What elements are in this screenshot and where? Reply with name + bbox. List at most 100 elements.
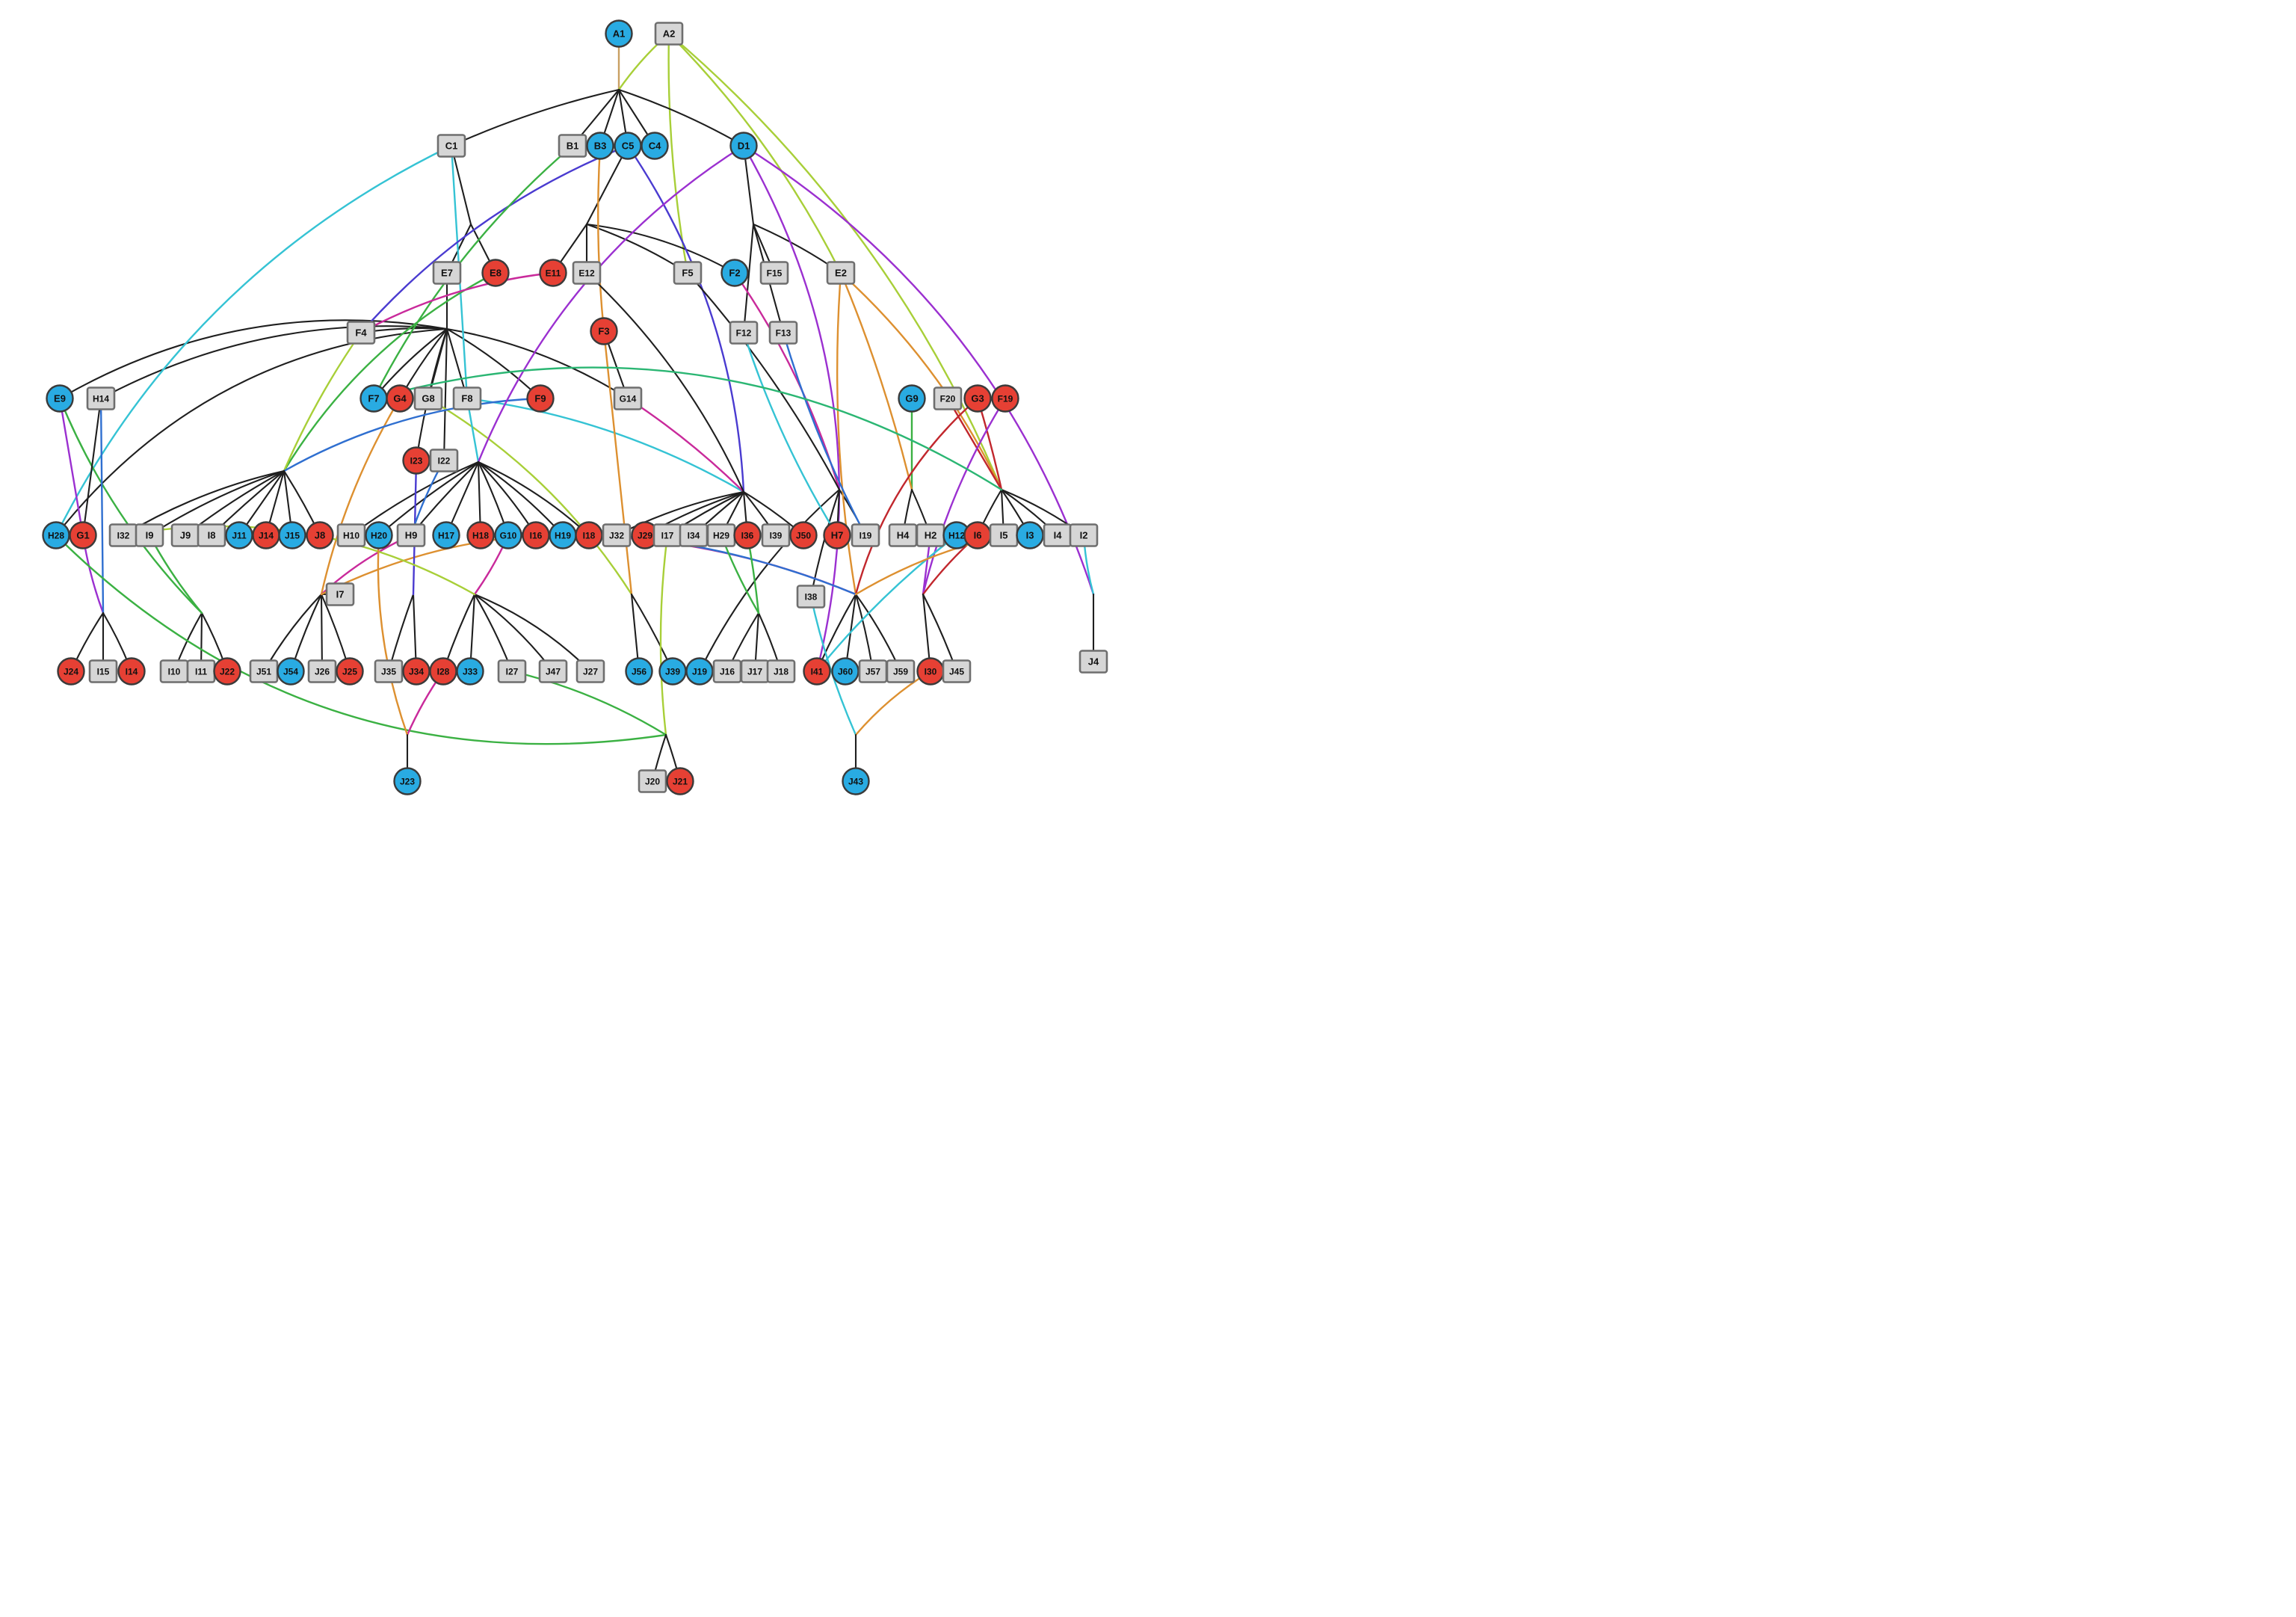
node-C5[interactable]: C5 (614, 132, 642, 160)
node-J50[interactable]: J50 (789, 521, 818, 549)
node-J54[interactable]: J54 (277, 657, 305, 686)
node-I38[interactable]: I38 (796, 585, 826, 609)
node-H28[interactable]: H28 (42, 521, 70, 549)
node-I36[interactable]: I36 (733, 521, 762, 549)
node-J60[interactable]: J60 (831, 657, 860, 686)
node-I7[interactable]: I7 (325, 582, 355, 606)
node-F8[interactable]: F8 (452, 386, 482, 410)
node-J51[interactable]: J51 (249, 659, 279, 683)
node-D1[interactable]: D1 (729, 132, 758, 160)
node-J57[interactable]: J57 (858, 659, 888, 683)
node-J4[interactable]: J4 (1078, 650, 1108, 674)
node-J23[interactable]: J23 (393, 767, 422, 795)
node-J33[interactable]: J33 (456, 657, 484, 686)
node-J14[interactable]: J14 (252, 521, 280, 549)
node-F13[interactable]: F13 (768, 321, 798, 345)
node-I14[interactable]: I14 (117, 657, 146, 686)
node-I15[interactable]: I15 (88, 659, 118, 683)
node-B3[interactable]: B3 (586, 132, 614, 160)
node-J8[interactable]: J8 (306, 521, 334, 549)
node-J24[interactable]: J24 (57, 657, 85, 686)
node-F12[interactable]: F12 (729, 321, 759, 345)
node-F2[interactable]: F2 (720, 259, 749, 287)
node-E7[interactable]: E7 (432, 261, 462, 285)
node-J15[interactable]: J15 (278, 521, 306, 549)
node-F19[interactable]: F19 (991, 384, 1019, 413)
node-I8[interactable]: I8 (197, 523, 226, 547)
node-J32[interactable]: J32 (602, 523, 632, 547)
node-I17[interactable]: I17 (652, 523, 682, 547)
node-J11[interactable]: J11 (225, 521, 253, 549)
node-H14[interactable]: H14 (86, 386, 116, 410)
node-I22[interactable]: I22 (429, 449, 459, 472)
node-E12[interactable]: E12 (572, 261, 602, 285)
node-I9[interactable]: I9 (135, 523, 164, 547)
node-G10[interactable]: G10 (494, 521, 522, 549)
node-I32[interactable]: I32 (108, 523, 138, 547)
node-J18[interactable]: J18 (766, 659, 796, 683)
node-F15[interactable]: F15 (759, 261, 789, 285)
node-G14[interactable]: G14 (613, 386, 643, 410)
node-F3[interactable]: F3 (590, 317, 618, 345)
node-I2[interactable]: I2 (1069, 523, 1099, 547)
node-C1[interactable]: C1 (436, 134, 466, 158)
node-J35[interactable]: J35 (374, 659, 404, 683)
node-I5[interactable]: I5 (989, 523, 1019, 547)
node-H4[interactable]: H4 (888, 523, 918, 547)
node-G1[interactable]: G1 (69, 521, 97, 549)
node-I27[interactable]: I27 (497, 659, 527, 683)
node-E8[interactable]: E8 (481, 259, 510, 287)
node-I18[interactable]: I18 (575, 521, 603, 549)
node-E11[interactable]: E11 (539, 259, 567, 287)
node-G8[interactable]: G8 (413, 386, 443, 410)
node-J59[interactable]: J59 (886, 659, 916, 683)
node-G9[interactable]: G9 (898, 384, 926, 413)
node-I11[interactable]: I11 (186, 659, 216, 683)
node-F7[interactable]: F7 (359, 384, 388, 413)
node-F5[interactable]: F5 (673, 261, 703, 285)
node-H10[interactable]: H10 (336, 523, 366, 547)
node-A2[interactable]: A2 (654, 22, 684, 46)
node-I28[interactable]: I28 (429, 657, 457, 686)
node-H7[interactable]: H7 (823, 521, 851, 549)
node-I19[interactable]: I19 (851, 523, 880, 547)
node-I16[interactable]: I16 (522, 521, 550, 549)
node-I3[interactable]: I3 (1016, 521, 1044, 549)
node-G4[interactable]: G4 (386, 384, 414, 413)
node-I34[interactable]: I34 (679, 523, 709, 547)
node-F9[interactable]: F9 (526, 384, 555, 413)
node-J39[interactable]: J39 (658, 657, 687, 686)
node-C4[interactable]: C4 (641, 132, 669, 160)
node-J45[interactable]: J45 (942, 659, 972, 683)
node-J34[interactable]: J34 (402, 657, 430, 686)
node-H29[interactable]: H29 (706, 523, 736, 547)
node-J47[interactable]: J47 (538, 659, 568, 683)
node-I6[interactable]: I6 (963, 521, 992, 549)
node-H9[interactable]: H9 (396, 523, 426, 547)
node-E9[interactable]: E9 (46, 384, 74, 413)
node-H18[interactable]: H18 (466, 521, 495, 549)
node-I4[interactable]: I4 (1043, 523, 1073, 547)
node-H19[interactable]: H19 (549, 521, 577, 549)
node-J22[interactable]: J22 (213, 657, 241, 686)
node-J20[interactable]: J20 (638, 769, 667, 793)
node-J19[interactable]: J19 (685, 657, 714, 686)
node-J26[interactable]: J26 (307, 659, 337, 683)
node-H20[interactable]: H20 (365, 521, 393, 549)
node-J27[interactable]: J27 (575, 659, 605, 683)
node-J9[interactable]: J9 (170, 523, 200, 547)
node-E2[interactable]: E2 (826, 261, 856, 285)
node-H17[interactable]: H17 (432, 521, 460, 549)
node-I39[interactable]: I39 (761, 523, 791, 547)
node-I10[interactable]: I10 (159, 659, 189, 683)
node-J43[interactable]: J43 (842, 767, 870, 795)
node-J16[interactable]: J16 (712, 659, 742, 683)
node-G3[interactable]: G3 (963, 384, 992, 413)
node-F4[interactable]: F4 (346, 321, 376, 345)
node-A1[interactable]: A1 (605, 19, 633, 48)
node-I23[interactable]: I23 (402, 446, 430, 475)
node-I30[interactable]: I30 (916, 657, 945, 686)
node-H2[interactable]: H2 (916, 523, 945, 547)
node-J25[interactable]: J25 (336, 657, 364, 686)
node-I41[interactable]: I41 (803, 657, 831, 686)
